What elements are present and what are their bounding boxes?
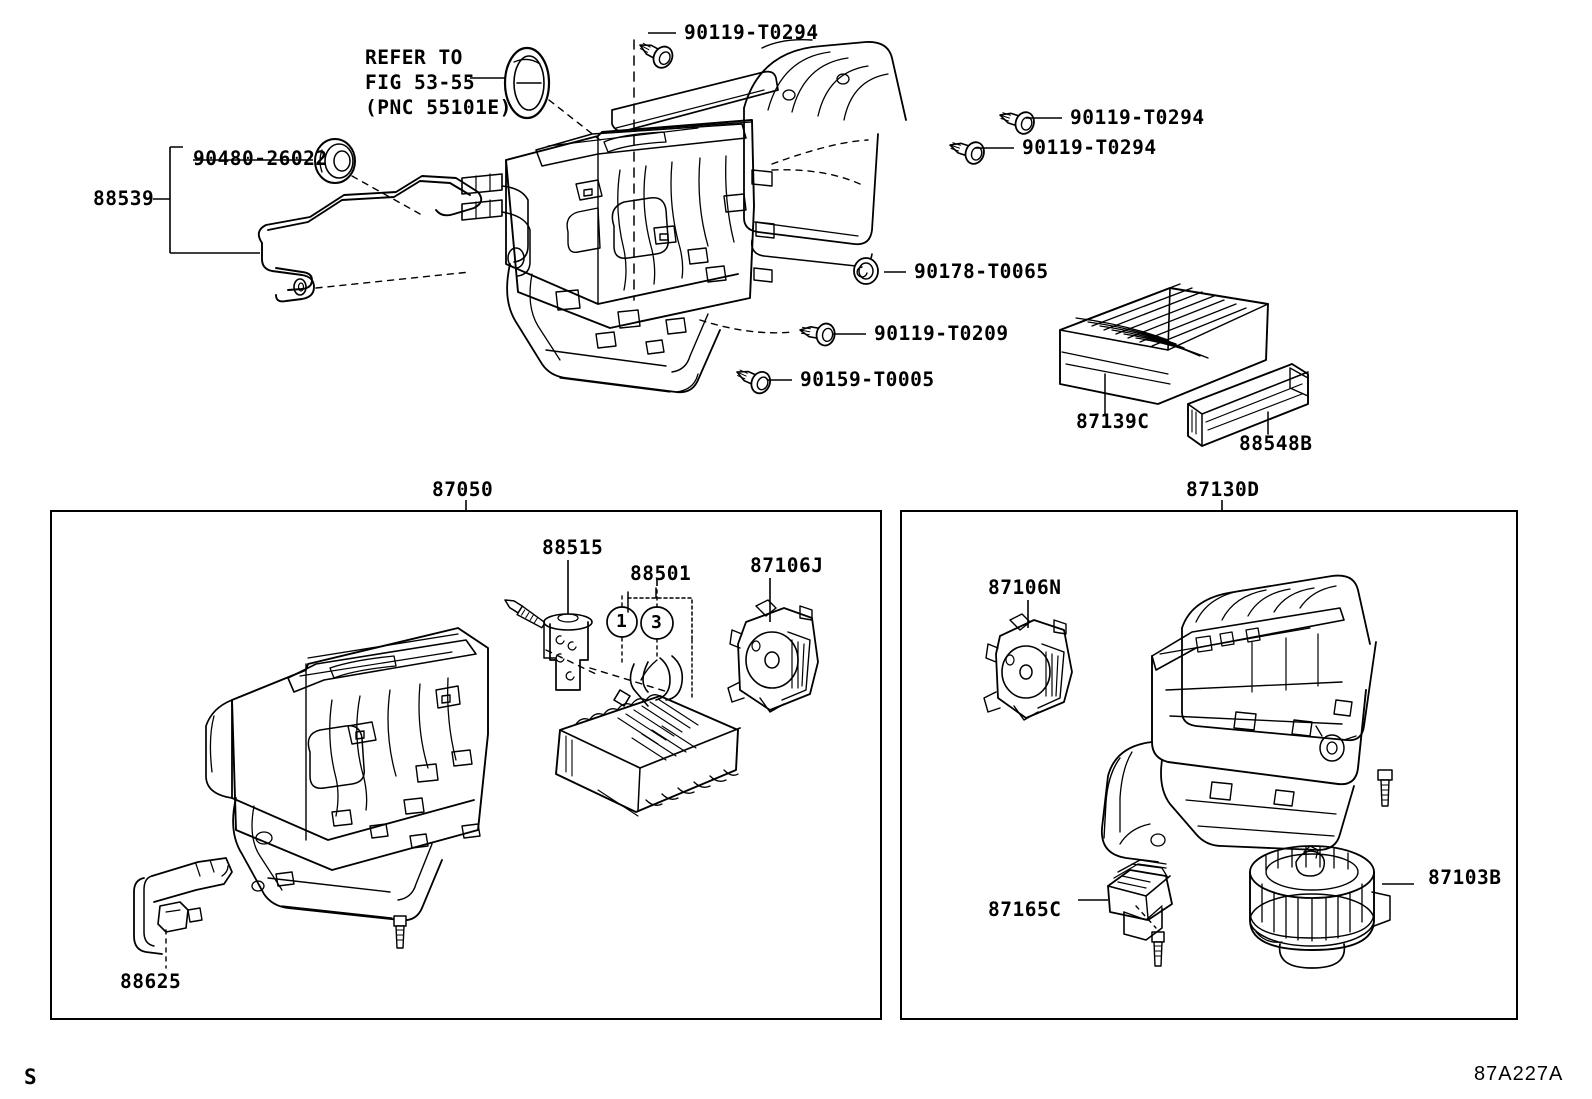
label-88548B: 88548B [1239, 432, 1313, 455]
blower-motor-part [1249, 845, 1391, 969]
label-88501: 88501 [630, 562, 692, 585]
label-88539: 88539 [93, 187, 155, 210]
label-90480-26022: 90480-26022 [193, 147, 328, 170]
label-87103B: 87103B [1428, 866, 1502, 889]
refer-note-line3: (PNC 55101E) [365, 95, 512, 119]
filter-cover-part [1187, 363, 1309, 447]
resistor-screw-part [1151, 931, 1165, 967]
refer-note-line1: REFER TO [365, 46, 463, 69]
sheet-corner-mark: S [24, 1065, 38, 1089]
drain-hose-part [257, 175, 483, 303]
servo-motor-87106J-part [727, 599, 819, 713]
label-90159-T0005: 90159-T0005 [800, 368, 935, 391]
label-88515: 88515 [542, 536, 604, 559]
seal-grommet-part [503, 46, 551, 120]
diagram-code: 87A227A [1474, 1063, 1564, 1085]
callout-number-3: 3 [651, 612, 663, 633]
grommet-part [314, 138, 356, 184]
label-90178-T0065: 90178-T0065 [914, 260, 1049, 283]
cabin-air-filter-part [1059, 283, 1269, 405]
evaporator-pipes [613, 655, 684, 707]
label-90119-T0209: 90119-T0209 [874, 322, 1009, 345]
callout-number-1: 1 [616, 611, 628, 632]
heater-case-part [205, 627, 489, 922]
blower-case-screw-a [1377, 769, 1393, 807]
label-90119-T0294-b: 90119-T0294 [1070, 106, 1205, 129]
evaporator-bolt-part [504, 599, 546, 629]
label-90119-T0294-c: 90119-T0294 [1022, 136, 1157, 159]
label-87106J: 87106J [750, 554, 824, 577]
label-88625: 88625 [120, 970, 182, 993]
panel-87050-header: 87050 [432, 478, 494, 501]
label-87139C: 87139C [1076, 410, 1150, 433]
refer-note: REFER TO FIG 53-55 (PNC 55101E) [365, 46, 512, 121]
refer-note-line2: FIG 53-55 [365, 70, 476, 94]
panel-87130D [900, 510, 1518, 1020]
blower-resistor-part [1107, 859, 1173, 941]
case-screw-part [393, 915, 407, 949]
damper-servo-part [983, 613, 1073, 721]
label-87165C: 87165C [988, 898, 1062, 921]
thermistor-part [133, 857, 233, 955]
blower-case-part [1101, 574, 1377, 863]
expansion-valve-part [543, 613, 593, 691]
callout-bracket-88501 [606, 587, 693, 701]
label-90119-T0294-a: 90119-T0294 [684, 21, 819, 44]
label-87106N: 87106N [988, 576, 1062, 599]
panel-87130D-header: 87130D [1186, 478, 1260, 501]
